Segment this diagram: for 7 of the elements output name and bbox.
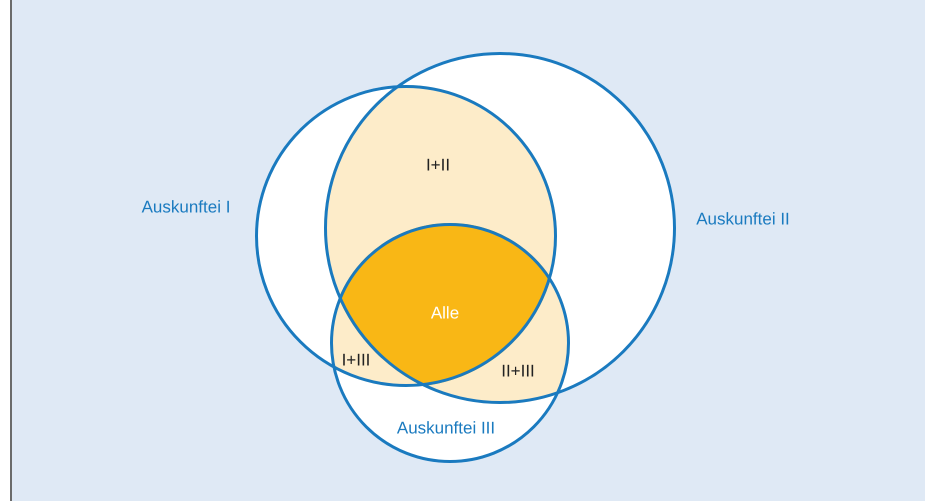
region-label: I+III — [342, 352, 370, 368]
set-label: Auskunftei II — [696, 210, 790, 228]
region-label: Alle — [430, 304, 460, 322]
set-label: Auskunftei I — [142, 198, 230, 216]
region-label: I+II — [426, 156, 450, 174]
region-label: II+III — [501, 362, 535, 380]
set-label: Auskunftei III — [396, 420, 496, 436]
